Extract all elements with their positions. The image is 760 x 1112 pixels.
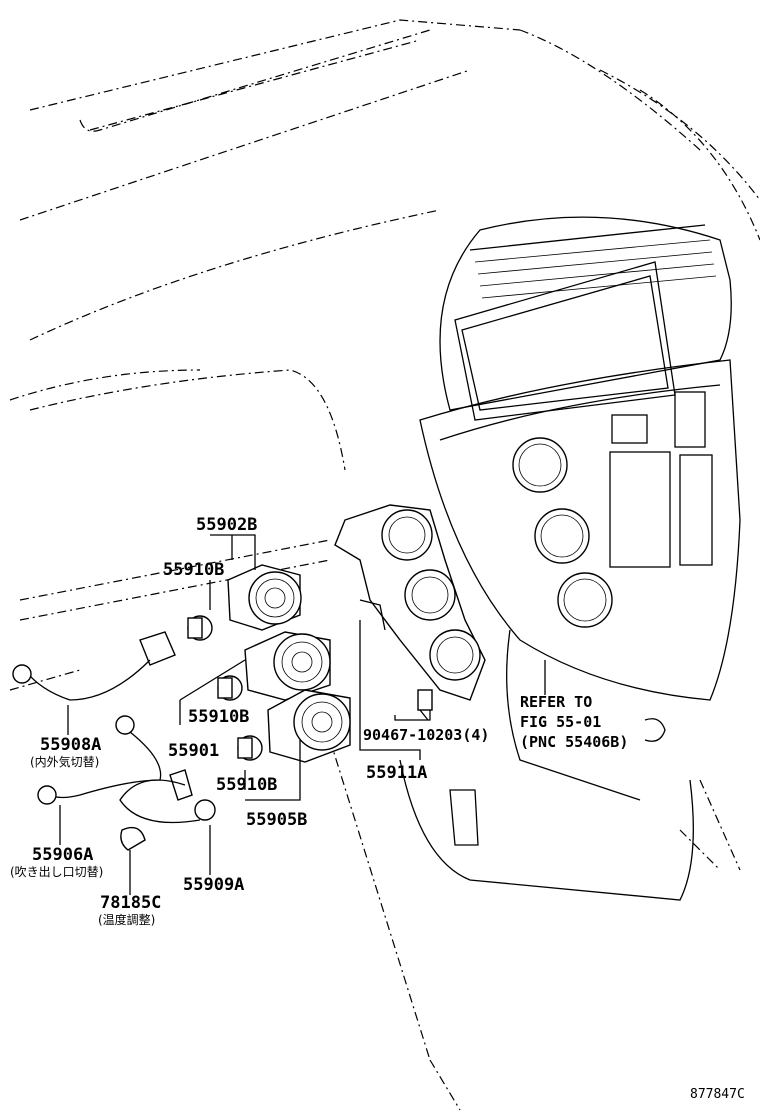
leader-lines — [59, 534, 546, 895]
bulb-socket-middle — [217, 675, 243, 701]
cable-55909a — [119, 779, 216, 824]
label-55911a: 55911A — [366, 763, 427, 783]
label-55908a-note: (内外気切替) — [30, 754, 99, 769]
label-55906a: 55906A — [32, 845, 93, 865]
label-refer-line2: FIG 55-01 — [520, 713, 601, 731]
knob-assembly-middle — [244, 631, 331, 701]
bracket-housing-55911a — [334, 504, 486, 701]
label-55909a: 55909A — [183, 875, 244, 895]
label-55910b-bottom: 55910B — [216, 775, 277, 795]
knob-assembly-top — [227, 564, 302, 631]
label-refer-line3: (PNC 55406B) — [520, 733, 628, 751]
dashboard-outline — [9, 19, 760, 1111]
label-55905b: 55905B — [246, 810, 307, 830]
cable-55906a — [37, 715, 193, 805]
knob-assembly-bottom — [267, 689, 351, 763]
label-refer-line1: REFER TO — [520, 693, 592, 711]
label-90467: 90467-10203(4) — [363, 726, 489, 744]
label-55908a: 55908A — [40, 735, 101, 755]
bulb-socket-bottom — [237, 735, 263, 761]
label-55910b-middle: 55910B — [188, 707, 249, 727]
label-55901: 55901 — [168, 741, 219, 761]
center-console — [399, 216, 741, 901]
bulb-socket-top — [187, 615, 213, 641]
screw-90467 — [417, 689, 433, 721]
label-55910b-top: 55910B — [163, 560, 224, 580]
label-78185c: 78185C — [100, 893, 161, 913]
label-78185c-note: (温度調整) — [98, 912, 155, 927]
label-55906a-note: (吹き出し口切替) — [10, 865, 103, 879]
clamp-78185c — [120, 826, 146, 851]
figure-id: 877847C — [690, 1087, 745, 1102]
label-55902b: 55902B — [196, 515, 257, 535]
cable-55908a — [12, 631, 176, 701]
